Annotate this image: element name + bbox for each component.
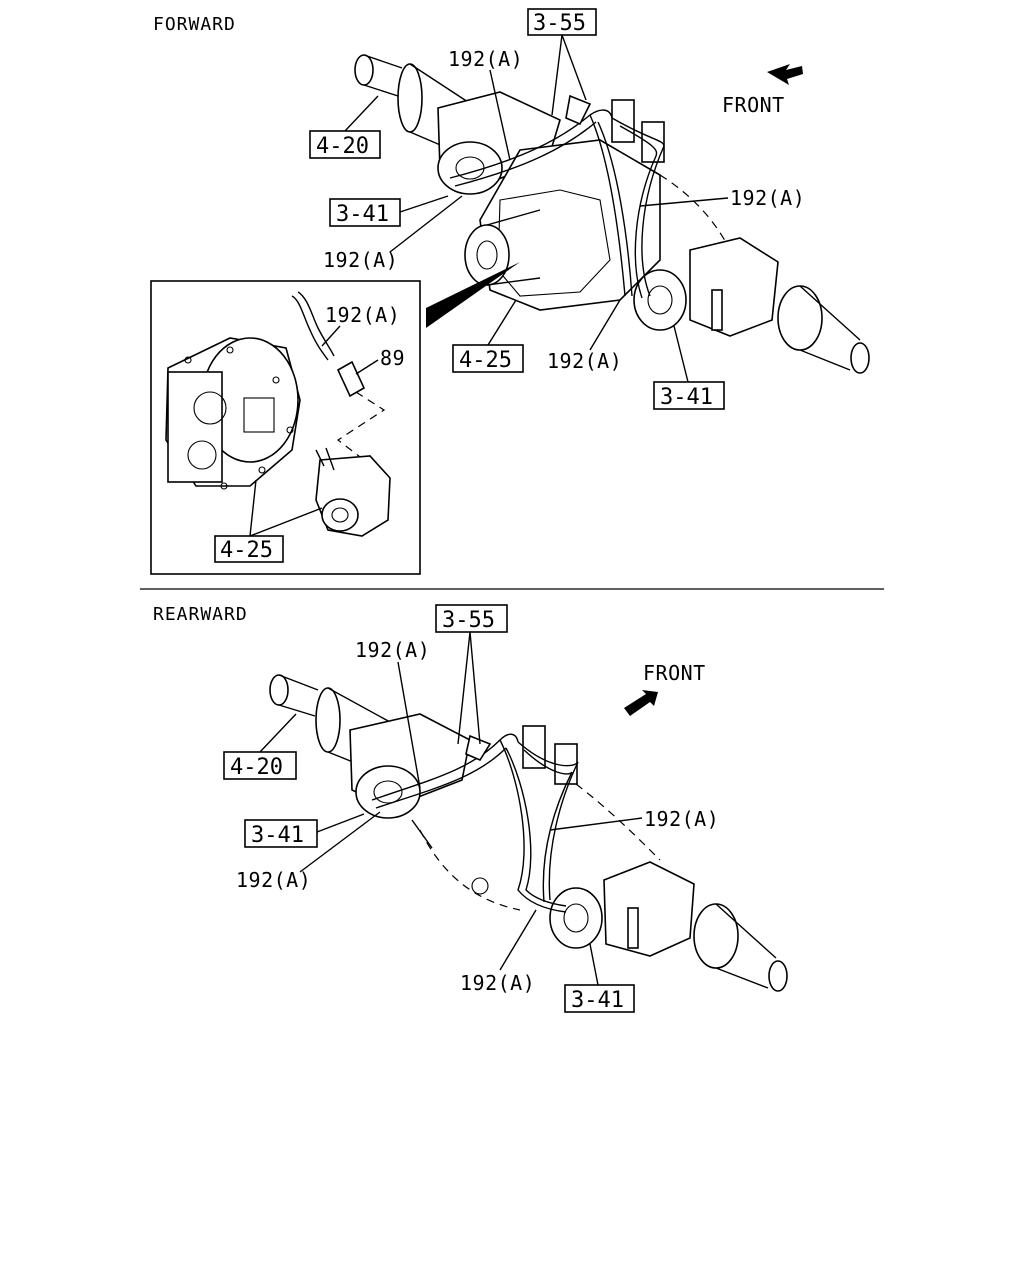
- rearward-ref-3-41-right-box: [564, 984, 635, 1013]
- rearward-hose-right-label: 192(A): [644, 807, 719, 831]
- inset-hose-label: 192(A): [325, 303, 400, 327]
- forward-axle-assembly: [354, 54, 870, 374]
- forward-ref-4-20: 4-20: [316, 134, 369, 159]
- forward-heading: FORWARD: [153, 14, 236, 35]
- inset-fitting-label: 89: [380, 346, 405, 370]
- forward-ref-3-41-right-box: [653, 381, 725, 410]
- forward-ref-3-41-left: 3-41: [336, 202, 389, 227]
- forward-ref-4-20-box: [309, 130, 381, 159]
- rearward-front-label: FRONT: [643, 661, 706, 685]
- front-arrow-icon: [767, 64, 803, 85]
- inset-ref-4-25: 4-25: [220, 538, 273, 563]
- forward-section: FORWARD FRONT: [150, 8, 870, 575]
- forward-front-label: FRONT: [722, 93, 785, 117]
- rearward-ref-3-41-left: 3-41: [251, 823, 304, 848]
- forward-ref-3-41-right: 3-41: [660, 385, 713, 410]
- rearward-section: REARWARD FRONT: [153, 604, 788, 1013]
- forward-hose-top-label: 192(A): [448, 47, 523, 71]
- rearward-hose-left-label: 192(A): [236, 868, 311, 892]
- rearward-heading: REARWARD: [153, 604, 248, 625]
- forward-ref-3-55: 3-55: [533, 11, 586, 36]
- rearward-ref-3-41-left-box: [244, 819, 318, 848]
- forward-ref-4-25-box: [452, 344, 524, 373]
- rearward-hose-top-label: 192(A): [355, 638, 430, 662]
- inset-ref-4-25-box: [214, 535, 284, 563]
- rearward-axle-assembly: [269, 674, 788, 992]
- forward-ref-4-25: 4-25: [459, 348, 512, 373]
- rearward-ref-4-20: 4-20: [230, 755, 283, 780]
- forward-hose-left-label: 192(A): [323, 248, 398, 272]
- forward-hose-right-label: 192(A): [730, 186, 805, 210]
- rearward-ref-3-55: 3-55: [442, 608, 495, 633]
- rearward-ref-4-20-box: [223, 751, 297, 780]
- front-arrow-icon: [624, 690, 658, 716]
- rearward-ref-3-55-box: [435, 604, 508, 633]
- rearward-hose-bottom-label: 192(A): [460, 971, 535, 995]
- forward-ref-3-41-left-box: [329, 198, 401, 227]
- inset-pointer: [426, 262, 520, 328]
- forward-hose-bottom-label: 192(A): [547, 349, 622, 373]
- inset-detail: [150, 280, 421, 575]
- rearward-ref-3-41-right: 3-41: [571, 988, 624, 1013]
